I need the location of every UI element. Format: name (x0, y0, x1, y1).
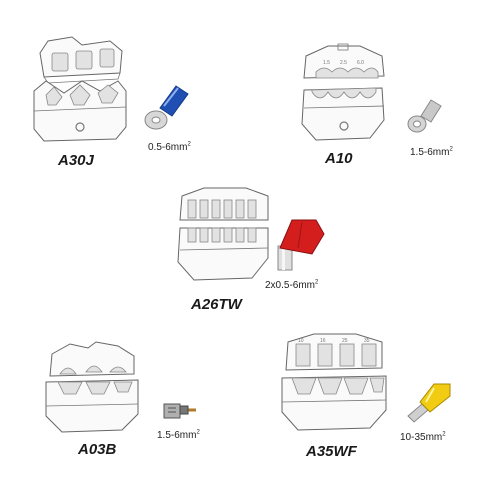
spec-label-a03b: 1.5-6mm2 (157, 429, 200, 441)
model-label-a26tw: A26TW (191, 296, 242, 313)
spec-label-a35wf: 10-35mm2 (400, 431, 446, 443)
terminal-image-ring-blue (142, 78, 190, 134)
svg-text:1.5: 1.5 (323, 60, 330, 66)
die-image-a30j (30, 35, 130, 145)
model-label-a35wf: A35WF (306, 443, 357, 460)
svg-text:2.5: 2.5 (340, 60, 347, 66)
svg-text:35: 35 (364, 338, 370, 344)
svg-text:16: 16 (320, 338, 326, 344)
model-label-a03b: A03B (78, 441, 117, 458)
die-image-a35wf: 10 16 25 35 (278, 330, 390, 434)
svg-text:10: 10 (298, 338, 304, 344)
die-image-a26tw (176, 186, 272, 286)
svg-text:6.0: 6.0 (357, 60, 364, 66)
die-image-a03b (42, 340, 142, 436)
spec-label-a26tw: 2x0.5-6mm2 (265, 279, 319, 291)
model-label-a30j: A30J (58, 152, 94, 169)
terminal-image-twin-ferrule-red (272, 214, 328, 272)
model-label-a10: A10 (325, 150, 353, 167)
spec-label-a30j: 0.5-6mm2 (148, 141, 191, 153)
spec-label-a10: 1.5-6mm2 (410, 146, 453, 158)
terminal-image-flag-connector (160, 396, 200, 426)
die-image-a10: 1.5 2.5 6.0 (298, 42, 388, 144)
terminal-image-ferrule-yellow (404, 378, 456, 424)
terminal-image-ring-bare (405, 92, 445, 136)
svg-text:25: 25 (342, 338, 348, 344)
